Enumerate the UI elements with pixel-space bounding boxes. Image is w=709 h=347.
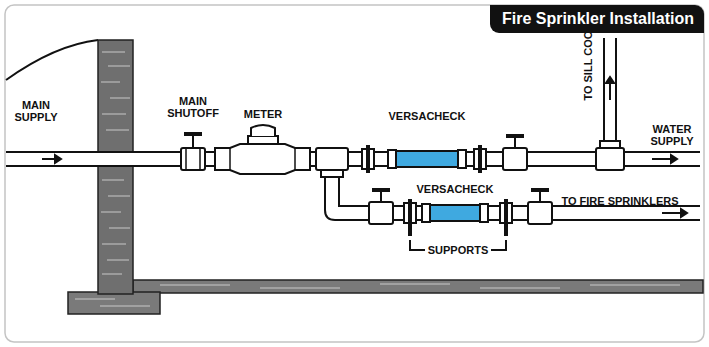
valve-label: MAIN SHUTOFF	[162, 95, 224, 119]
bracket-label: SUPPORTS	[425, 244, 492, 256]
device-label: VERSACHECK	[382, 110, 472, 122]
device-label: VERSACHECK	[410, 183, 500, 195]
meter-label: METER	[233, 108, 293, 120]
outlet-label: TO SILL COCK	[582, 23, 594, 100]
title-banner: Fire Sprinkler Installation	[490, 5, 704, 33]
outlet-label: TO FIRE SPRINKLERS	[550, 195, 690, 207]
supply-label: MAIN SUPPLY	[8, 99, 64, 123]
outlet-label: WATER SUPPLY	[642, 123, 702, 147]
